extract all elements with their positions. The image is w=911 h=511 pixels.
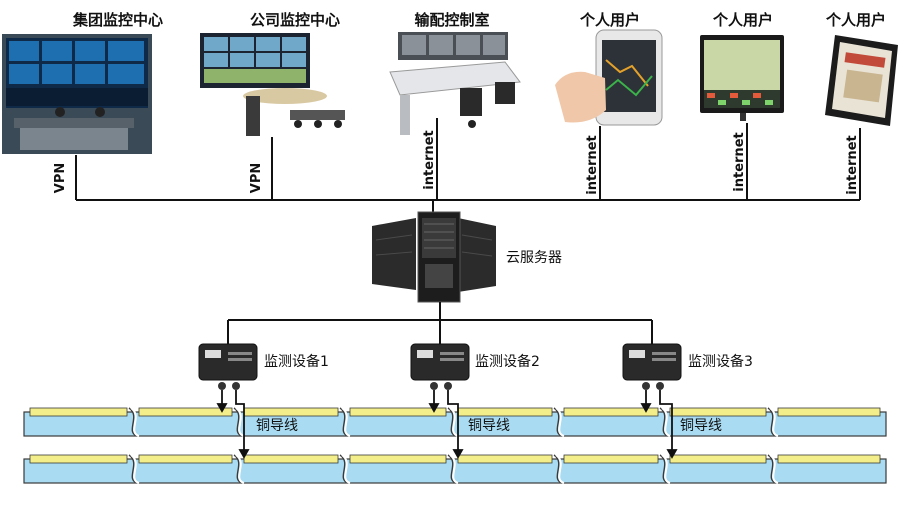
cable-joint [767, 407, 777, 437]
cable-joint [767, 454, 777, 484]
cable-core-band [777, 454, 881, 464]
cable-joint-highlight [661, 407, 671, 437]
cable-joint [659, 454, 669, 484]
monitoring-device-3 [622, 343, 682, 390]
cable-joint [233, 454, 243, 484]
cable-joint [128, 454, 138, 484]
cable-core-band [457, 407, 553, 417]
conductor-label-1: 铜导线 [256, 418, 298, 434]
cable-joint-highlight [341, 407, 351, 437]
link-label-user-3: internet [845, 135, 860, 194]
cable-joint [339, 407, 349, 437]
cable-core-band [457, 454, 553, 464]
cable-joint-highlight [235, 454, 245, 484]
node-label-user-1: 个人用户 [579, 11, 640, 29]
node-label-group-center: 集团监控中心 [72, 11, 163, 29]
cable-joint [447, 407, 457, 437]
link-label-group: VPN [53, 163, 68, 193]
cable-joint-highlight [769, 454, 779, 484]
cable-joint [128, 407, 138, 437]
conductor-label-3: 铜导线 [680, 418, 722, 434]
link-label-user-2: internet [732, 132, 747, 191]
node-label-company-center: 公司监控中心 [250, 11, 340, 29]
tablet-image [825, 35, 898, 126]
cable-core-band [563, 454, 659, 464]
cable-upper [23, 407, 887, 437]
node-label-control-room: 输配控制室 [414, 11, 489, 29]
monitor-image [700, 35, 784, 121]
cable-core-band [349, 407, 447, 417]
cable-joint-highlight [449, 407, 459, 437]
conductor-label-2: 铜导线 [468, 418, 510, 434]
cable-joint [447, 454, 457, 484]
node-label-user-3: 个人用户 [825, 11, 886, 29]
cable-core-band [243, 454, 339, 464]
cable-core-band [349, 454, 447, 464]
cable-joint-highlight [130, 454, 140, 484]
link-label-control-room: internet [422, 130, 437, 189]
cable-lower [23, 454, 887, 484]
network-bus [75, 118, 861, 220]
cable-joint [553, 407, 563, 437]
link-label-user-1: internet [585, 135, 600, 194]
cable-joint-highlight [235, 407, 245, 437]
control-room-image [389, 32, 521, 135]
device-bus [227, 302, 653, 345]
cable-joint [553, 454, 563, 484]
cable-joint-highlight [555, 454, 565, 484]
cable-joint [233, 407, 243, 437]
cable-core-band [29, 454, 128, 464]
device-3-label: 监测设备3 [688, 353, 753, 370]
device-2-label: 监测设备2 [475, 353, 540, 370]
cable-core-band [777, 407, 881, 417]
cable-joint [339, 454, 349, 484]
cable-core-band [669, 407, 767, 417]
cable-joint-highlight [769, 407, 779, 437]
device-1-label: 监测设备1 [264, 353, 329, 370]
link-label-company: VPN [249, 163, 264, 193]
cable-core-band [243, 407, 339, 417]
node-label-user-2: 个人用户 [712, 11, 773, 29]
cable-joint-highlight [130, 407, 140, 437]
cable-joint-highlight [341, 454, 351, 484]
cloud-server-icon [372, 211, 496, 303]
company-monitoring-center-image [200, 33, 345, 136]
monitoring-device-1 [198, 343, 258, 390]
cloud-server-label: 云服务器 [506, 250, 562, 266]
cable-joint-highlight [661, 454, 671, 484]
cable-joint-highlight [449, 454, 459, 484]
cable-core-band [563, 407, 659, 417]
cable-core-band [669, 454, 767, 464]
group-monitoring-center-image [2, 34, 152, 154]
cable-joint [659, 407, 669, 437]
cable-core-band [138, 407, 233, 417]
smartphone-image [555, 29, 663, 126]
monitoring-device-2 [410, 343, 470, 390]
cable-core-band [138, 454, 233, 464]
cable-core-band [29, 407, 128, 417]
sensor-leads [216, 390, 678, 459]
cable-joint-highlight [555, 407, 565, 437]
